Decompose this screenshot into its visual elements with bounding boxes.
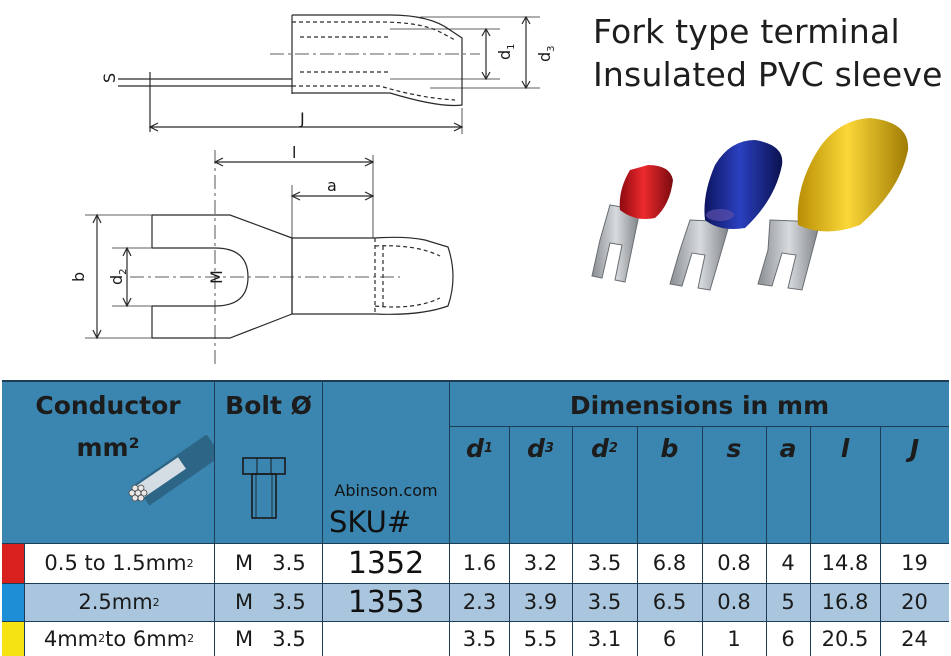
dim-header-6: l <box>840 433 850 463</box>
dim-header-5: a <box>779 433 797 463</box>
row-color-swatch <box>2 543 24 583</box>
row-color-swatch <box>2 621 24 656</box>
dim-value: 6 <box>781 626 795 651</box>
label-d2: d2 <box>107 268 129 285</box>
dim-value: 20 <box>901 590 928 614</box>
dim-value: 20.5 <box>821 626 869 651</box>
spec-table: Conductor mm² Bolt Ø Abinson.com SKU# Di… <box>2 380 949 656</box>
dim-header-4: s <box>726 433 742 463</box>
yellow-terminal <box>757 118 909 291</box>
terminals-photo <box>591 118 909 291</box>
bolt-icon <box>242 457 286 519</box>
dim-value: 3.5 <box>587 590 622 614</box>
label-M: M <box>207 270 226 284</box>
label-a: a <box>327 176 337 195</box>
dim-value: 1 <box>727 626 741 651</box>
conductor-unit: mm² <box>76 432 140 462</box>
blue-terminal <box>669 140 783 291</box>
label-b: b <box>69 272 88 282</box>
label-l: l <box>292 143 296 162</box>
dim-value: 3.1 <box>587 626 622 651</box>
table-header <box>2 380 949 545</box>
label-d1: d1 <box>495 43 517 60</box>
label-s: S <box>100 73 119 83</box>
sku-number: 1352 <box>347 545 425 581</box>
dim-value: 3.5 <box>587 551 622 575</box>
bolt-header: Bolt Ø <box>225 390 312 420</box>
dim-header-3: b <box>660 433 679 463</box>
label-J: J <box>299 109 305 128</box>
bolt-prefix: M <box>234 551 254 575</box>
dim-value: 1.6 <box>462 551 497 575</box>
dim-value: 6.5 <box>652 590 687 614</box>
dim-value: 6 <box>662 626 677 651</box>
dimensions-header: Dimensions in mm <box>569 390 830 420</box>
bolt-prefix: M <box>234 626 254 651</box>
dim-header-7: J <box>909 433 920 463</box>
dim-value: 5.5 <box>523 626 558 651</box>
sku-number: 1353 <box>347 584 425 620</box>
dim-value: 14.8 <box>821 551 869 575</box>
title-line-1: Fork type terminal <box>593 12 900 51</box>
row-color-swatch <box>2 583 24 621</box>
dim-value: 19 <box>901 551 928 575</box>
dim-value: 4 <box>781 551 795 575</box>
dim-value: 0.8 <box>717 590 751 614</box>
technical-drawing: S J d1 d3 l a b d2 M <box>69 14 557 365</box>
dim-value: 3.2 <box>523 551 558 575</box>
dim-value: 6.8 <box>652 551 687 575</box>
bolt-size: 3.5 <box>272 551 306 575</box>
dim-value: 3.5 <box>462 626 497 651</box>
conductor-header: Conductor <box>35 390 181 420</box>
brand-label: Abinson.com <box>334 480 438 500</box>
bolt-size: 3.5 <box>272 626 306 651</box>
sku-number <box>323 621 449 656</box>
dim-value: 2.3 <box>462 590 497 614</box>
label-d3: d3 <box>535 45 557 62</box>
sku-header: SKU# <box>329 505 412 539</box>
red-terminal <box>591 165 673 283</box>
dim-value: 3.9 <box>523 590 558 614</box>
title-line-2: Insulated PVC sleeve <box>593 55 943 94</box>
bolt-size: 3.5 <box>272 590 306 614</box>
dim-value: 16.8 <box>821 590 869 614</box>
bolt-prefix: M <box>234 590 254 614</box>
dim-value: 0.8 <box>717 551 751 575</box>
cable-icon <box>128 435 214 506</box>
dim-value: 5 <box>781 590 795 614</box>
dim-value: 24 <box>901 626 928 651</box>
